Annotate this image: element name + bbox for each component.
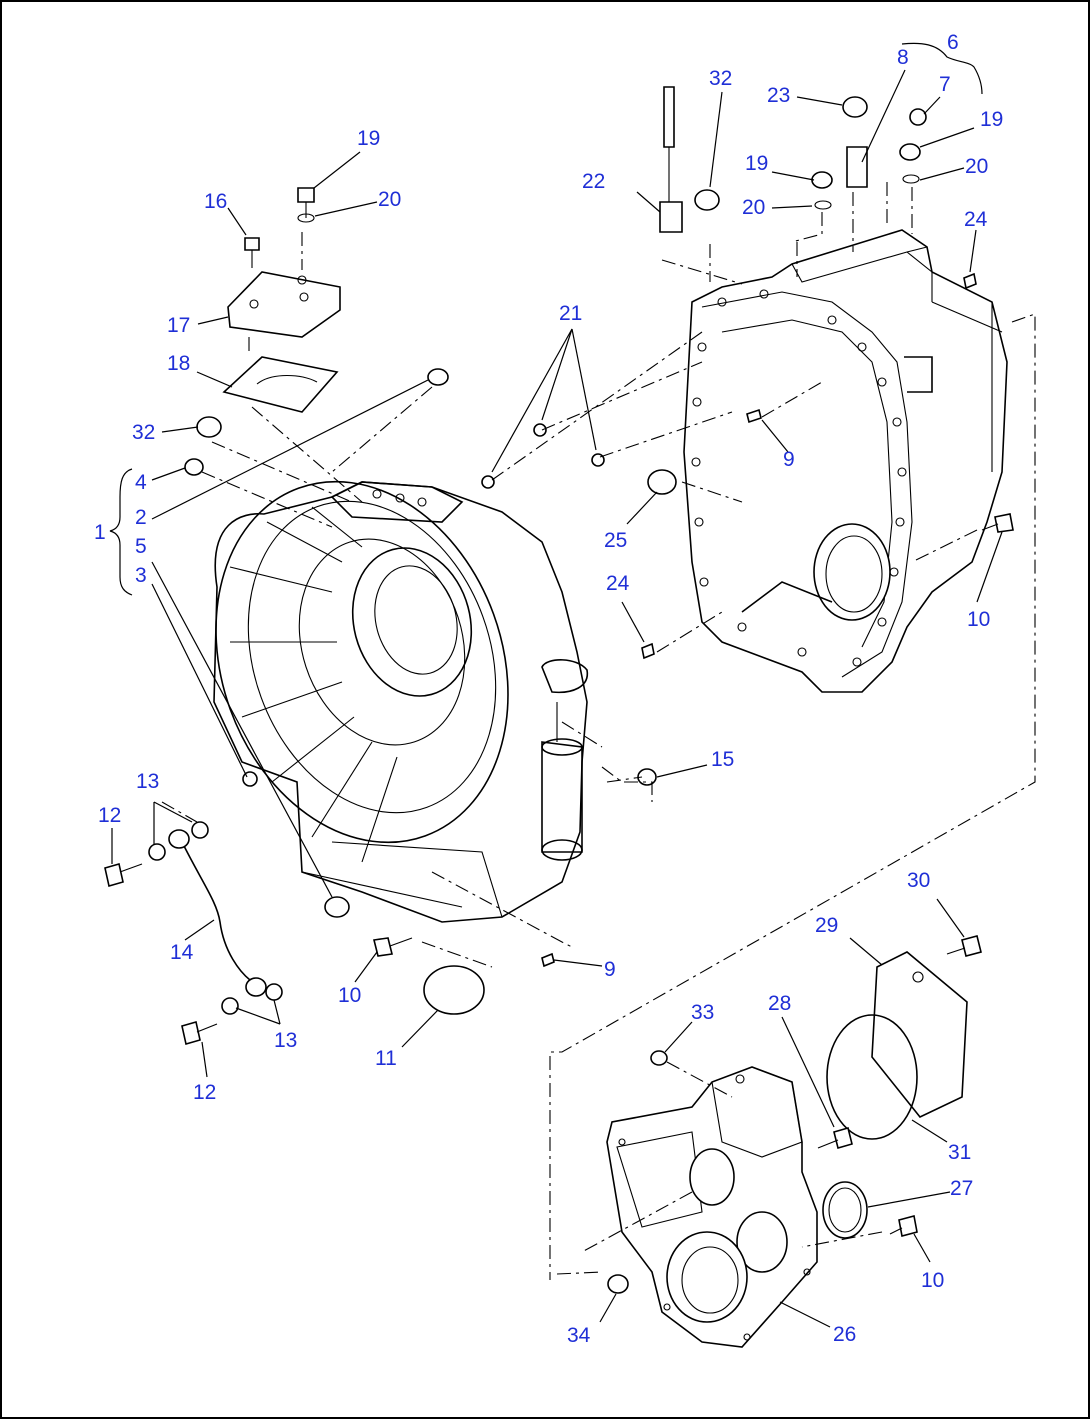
front-housing [213,480,588,923]
callout-11: 11 [375,1047,397,1070]
callout-18: 18 [167,352,190,375]
callout-33: 33 [691,1001,714,1024]
callout-20-center: 20 [742,196,765,219]
callout-13-upper: 13 [136,770,159,793]
callout-10-lower: 10 [921,1269,944,1292]
callout-10-right: 10 [967,608,990,631]
callout-2: 2 [135,506,147,529]
callout-8: 8 [897,46,909,69]
rear-housing [683,229,1008,693]
callout-7: 7 [939,73,951,96]
callout-20-right: 20 [965,155,988,178]
cover-plate [227,271,341,338]
callout-13-lower: 13 [274,1029,297,1052]
callout-24-upper: 24 [964,208,988,231]
callout-14: 14 [170,941,194,964]
callout-23: 23 [767,84,790,107]
callout-10-center: 10 [338,984,361,1007]
callout-24-lower: 24 [606,572,630,595]
callout-9-upper: 9 [783,448,795,471]
callout-32-left: 32 [132,421,155,444]
callout-32-top: 32 [709,67,732,90]
callout-5: 5 [135,535,147,558]
callout-26: 26 [833,1323,856,1346]
callout-21: 21 [559,302,582,325]
callout-15: 15 [711,748,734,771]
callout-12-upper: 12 [98,804,121,827]
callout-25: 25 [604,529,627,552]
callout-labels: 1 2 3 4 5 6 7 8 9 9 10 10 10 11 12 12 13… [94,31,1003,1347]
callout-9-lower: 9 [604,958,616,981]
callout-1: 1 [94,521,106,544]
callout-12-lower: 12 [193,1081,216,1104]
callout-4: 4 [135,471,147,494]
callout-20-left: 20 [378,188,401,211]
callout-6: 6 [947,31,959,54]
callout-29: 29 [815,914,838,937]
callout-34: 34 [567,1324,591,1347]
cap [423,965,485,1015]
callout-17: 17 [167,314,190,337]
callout-19-center: 19 [745,152,768,175]
gasket [222,356,339,413]
callout-27: 27 [950,1177,973,1200]
callout-28: 28 [768,992,791,1015]
callout-16: 16 [204,190,227,213]
lower-housing [606,1066,818,1348]
callout-31: 31 [948,1141,971,1164]
callout-19-left: 19 [357,127,380,150]
assembly-lines [161,182,1036,1280]
callout-19-right: 19 [980,108,1003,131]
leader-lines [109,42,1003,1328]
callout-30: 30 [907,869,930,892]
callout-22: 22 [582,170,605,193]
callout-3: 3 [135,564,147,587]
